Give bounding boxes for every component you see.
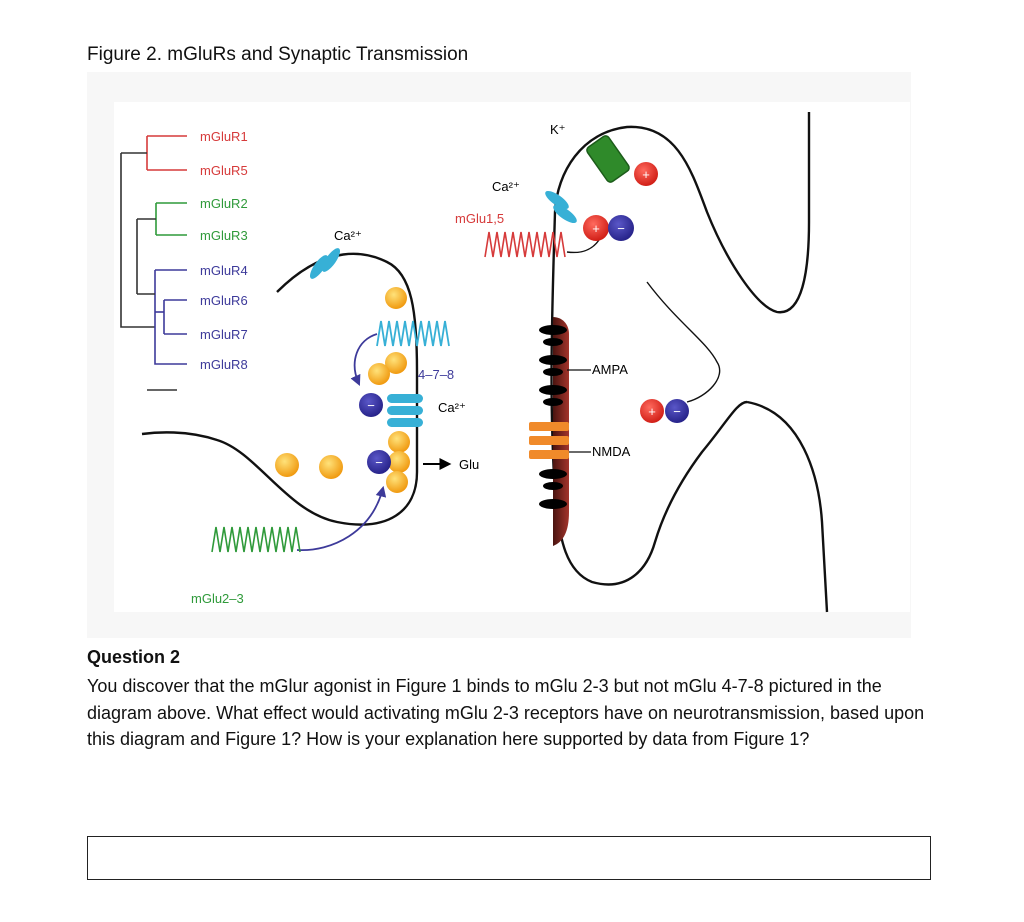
leaf-mglur2: mGluR2 bbox=[200, 196, 248, 211]
label-ampa: AMPA bbox=[592, 362, 628, 377]
svg-text:−: − bbox=[367, 398, 375, 413]
anion-lower-icon: − bbox=[367, 450, 391, 474]
figure-title: Figure 2. mGluRs and Synaptic Transmissi… bbox=[87, 44, 469, 65]
svg-text:−: − bbox=[617, 221, 625, 236]
label-mglu15: mGlu1,5 bbox=[455, 211, 504, 226]
svg-text:+: + bbox=[648, 404, 656, 419]
figure-panel bbox=[114, 102, 910, 612]
svg-text:−: − bbox=[673, 404, 681, 419]
dendrite-shaft bbox=[746, 400, 829, 613]
cation-top-icon: + bbox=[634, 162, 658, 186]
leaf-mglur5: mGluR5 bbox=[200, 163, 248, 178]
ion-pair-top-icon: + − bbox=[583, 215, 634, 241]
label-ca-left: Ca²⁺ bbox=[334, 228, 362, 243]
leaf-mglur7: mGluR7 bbox=[200, 327, 248, 342]
answer-field[interactable] bbox=[87, 836, 931, 880]
svg-text:+: + bbox=[642, 167, 650, 182]
label-nmda: NMDA bbox=[592, 444, 631, 459]
nmda-receptor bbox=[529, 422, 569, 459]
cleft-line bbox=[646, 281, 721, 403]
presynaptic-membrane bbox=[141, 252, 419, 526]
k-channel bbox=[586, 135, 630, 183]
spine-neck bbox=[553, 112, 811, 314]
leaf-mglur1: mGluR1 bbox=[200, 129, 248, 144]
ca-channel-post bbox=[545, 190, 577, 224]
leaf-mglur8: mGluR8 bbox=[200, 357, 248, 372]
ca-channel-left bbox=[309, 248, 341, 279]
glutamate-vesicles bbox=[275, 287, 410, 493]
leaf-mglur6: mGluR6 bbox=[200, 293, 248, 308]
label-ca-post: Ca²⁺ bbox=[492, 179, 520, 194]
label-mglu478: 4–7–8 bbox=[418, 367, 454, 382]
label-ca-pre: Ca²⁺ bbox=[438, 400, 466, 415]
ion-pair-mid-icon: + − bbox=[640, 399, 689, 423]
mglu23-receptor bbox=[211, 526, 301, 553]
leaf-mglur4: mGluR4 bbox=[200, 263, 248, 278]
label-mglu23: mGlu2–3 bbox=[191, 591, 244, 606]
arrow-23-feedback bbox=[296, 485, 387, 551]
svg-text:+: + bbox=[592, 221, 600, 236]
ampa-receptors-lower bbox=[539, 469, 567, 509]
ca-channel-pre bbox=[387, 394, 423, 427]
synapse-diagram: mGluR1 mGluR5 mGluR2 mGluR3 mGluR4 mGluR… bbox=[87, 72, 911, 638]
arrow-478-feedback bbox=[350, 333, 378, 386]
mglu15-receptor bbox=[484, 231, 566, 258]
question-text: You discover that the mGlur agonist in F… bbox=[87, 676, 925, 749]
svg-text:−: − bbox=[375, 455, 383, 470]
label-k: K⁺ bbox=[550, 122, 566, 137]
mglu478-receptor bbox=[376, 320, 450, 347]
ampa-receptors bbox=[539, 325, 567, 406]
question-heading: Question 2 bbox=[87, 647, 181, 667]
postsynaptic-density bbox=[553, 317, 569, 546]
leaf-mglur3: mGluR3 bbox=[200, 228, 248, 243]
mglur-tree bbox=[120, 135, 187, 391]
label-glu: Glu bbox=[459, 457, 479, 472]
anion-upper-icon: − bbox=[359, 393, 383, 417]
